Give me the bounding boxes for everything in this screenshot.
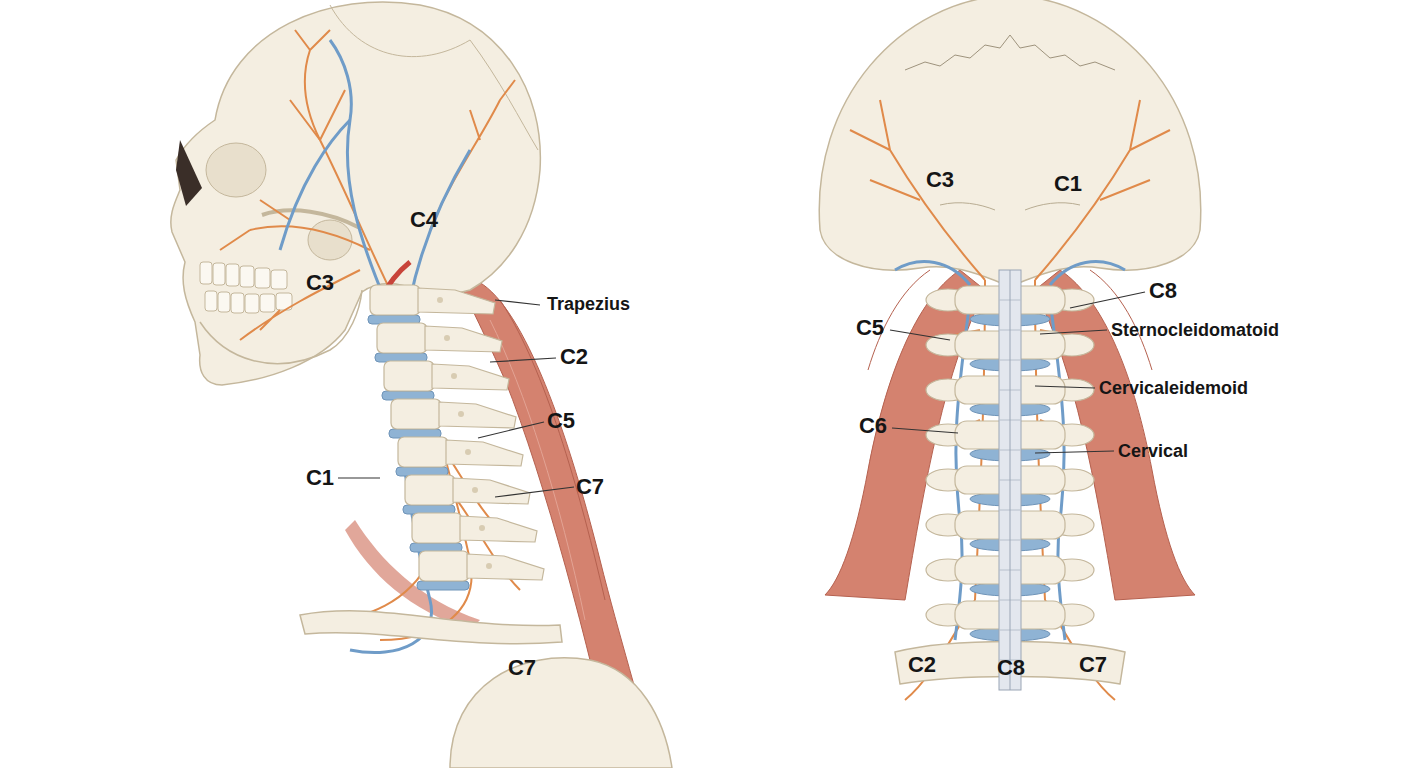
- callout-number: C4: [410, 209, 438, 231]
- callout-number: C8: [997, 657, 1025, 679]
- callout-number: C7: [508, 657, 536, 679]
- callout-number: C5: [856, 317, 884, 339]
- callout-number: C6: [859, 415, 887, 437]
- structure-label: Sternocleidomatoid: [1111, 321, 1279, 339]
- structure-label: Cervical: [1118, 442, 1188, 460]
- callout-number: C2: [908, 654, 936, 676]
- structure-label: Trapezius: [547, 295, 630, 313]
- callout-number: C1: [1054, 173, 1082, 195]
- leader-lines: [338, 292, 1145, 497]
- callout-number: C2: [560, 346, 588, 368]
- callout-number: C7: [1079, 654, 1107, 676]
- structure-label: Cervicaleidemoid: [1099, 379, 1248, 397]
- callout-number: C3: [926, 169, 954, 191]
- callout-number: C1: [306, 467, 334, 489]
- callout-number: C7: [576, 476, 604, 498]
- callout-number: C3: [306, 272, 334, 294]
- callout-number: C5: [547, 410, 575, 432]
- callout-number: C8: [1149, 280, 1177, 302]
